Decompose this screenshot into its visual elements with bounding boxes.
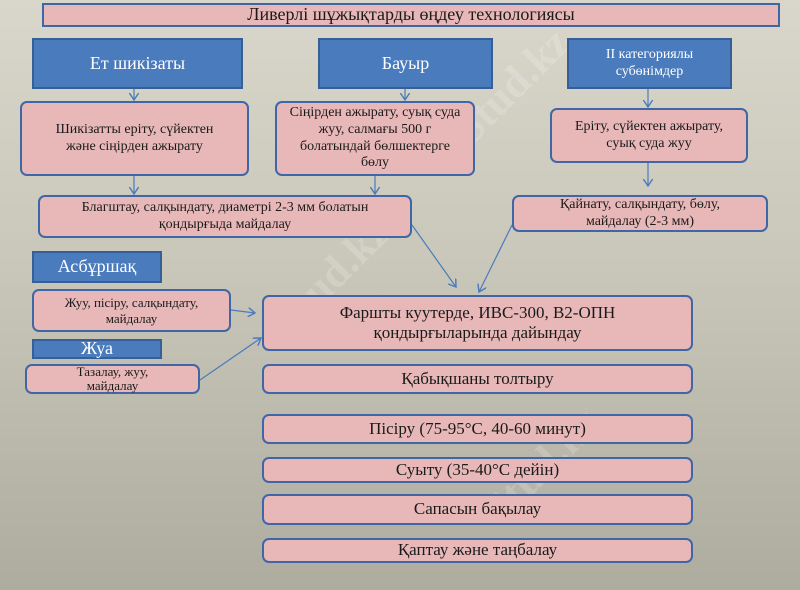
step-liver-prep: Сіңірден ажырату, суық суда жуу, салмағы…: [275, 101, 475, 176]
arrow: [479, 224, 513, 292]
step-peas-prep: Жуу, пісіру, салқындату, майдалау: [32, 289, 231, 332]
source-liver: Бауыр: [318, 38, 493, 89]
step-fill: Қабықшаны толтыру: [262, 364, 693, 394]
source-onion: Жуа: [32, 338, 162, 359]
source-meat: Ет шикізаты: [32, 38, 243, 89]
source-peas: Асбұршақ: [32, 251, 162, 283]
arrow: [411, 224, 456, 287]
step-mince: Фаршты куутерде, ИВС-300, В2-ОПН қондырғ…: [262, 295, 693, 351]
step-byproduct-prep: Еріту, сүйектен ажырату, суық суда жуу: [550, 108, 748, 163]
step-pack: Қаптау және таңбалау: [262, 538, 693, 563]
arrow: [199, 338, 261, 381]
step-cook: Пісіру (75-95°С, 40-60 минут): [262, 414, 693, 444]
page-title: Ливерлі шұжықтарды өңдеу технологиясы: [42, 3, 780, 27]
source-byproducts: II категориялы субөнімдер: [567, 38, 732, 89]
step-quality: Сапасын бақылау: [262, 494, 693, 525]
step-onion-prep: Тазалау, жуу, майдалау: [25, 364, 200, 394]
step-boil: Қайнату, салқындату, бөлу, майдалау (2-3…: [512, 195, 768, 232]
arrow: [230, 310, 255, 313]
step-blanch: Благштау, салқындату, диаметрі 2-3 мм бо…: [38, 195, 412, 238]
step-meat-prep: Шикізатты еріту, сүйектен және сіңірден …: [20, 101, 249, 176]
step-cool: Суыту (35-40°С дейін): [262, 457, 693, 483]
